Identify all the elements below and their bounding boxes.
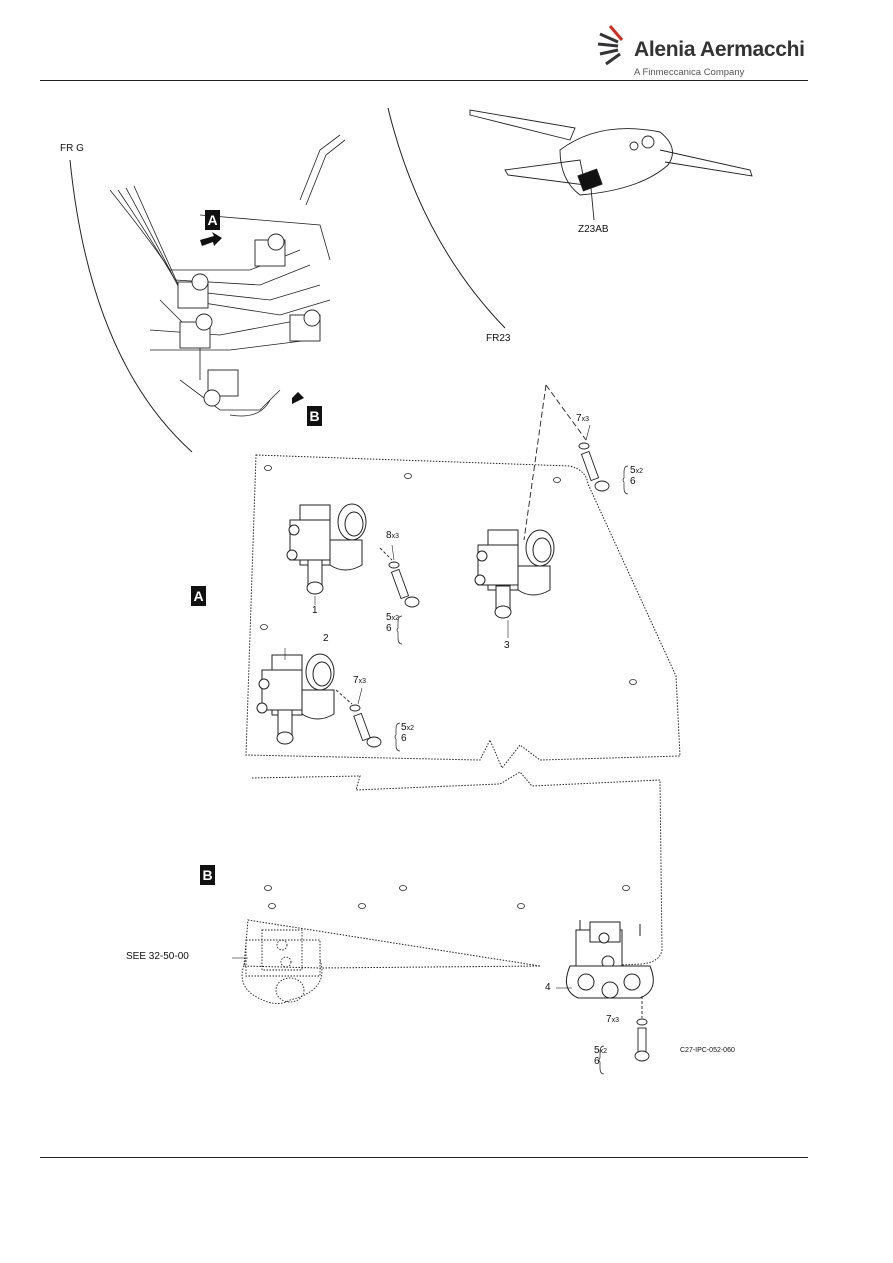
- header-rule: [40, 80, 808, 81]
- frame-23-arc: [387, 107, 506, 329]
- valve-3: [474, 529, 555, 619]
- see-reference-label: SEE 32-50-00: [126, 951, 189, 962]
- figure-id: C27-IPC-052-060: [680, 1047, 735, 1054]
- view-b-heading: B: [200, 865, 215, 885]
- referenced-valve: [241, 929, 323, 1005]
- alenia-logo-icon: [597, 25, 624, 66]
- item-3-label: 3: [504, 640, 510, 651]
- view-a-arrow-icon: [200, 232, 222, 246]
- view-b-panel: [243, 771, 663, 969]
- valve-4: [565, 920, 654, 999]
- frame-g-label: FR G: [60, 143, 84, 154]
- brand-name: Alenia Aermacchi: [634, 38, 805, 61]
- view-b-tag: B: [307, 406, 322, 426]
- frame-23-label: FR23: [486, 333, 511, 344]
- view-a-leaders: [284, 424, 591, 705]
- callout-7-a: 7x3: [576, 413, 589, 424]
- view-a-fasteners: [335, 384, 610, 748]
- frame-g-arc: [69, 159, 193, 453]
- brand-subtitle: A Finmeccanica Company: [634, 67, 745, 78]
- item-2-label: 2: [323, 633, 329, 644]
- view-b-panel-holes: [264, 885, 630, 909]
- view-a-heading: A: [191, 586, 206, 606]
- callout-7-c: 7x3: [606, 1014, 619, 1025]
- overview-valves: [177, 233, 321, 407]
- view-b-fasteners: [634, 996, 650, 1062]
- aircraft-icon: [469, 109, 753, 221]
- view-a-panel: [245, 454, 681, 769]
- item-1-label: 1: [312, 605, 318, 616]
- valve-1: [286, 503, 367, 595]
- valve-2: [256, 653, 335, 745]
- item-4-label: 4: [545, 982, 551, 993]
- zone-label: Z23AB: [578, 224, 609, 235]
- view-a-tag: A: [205, 210, 220, 230]
- view-b-arrow-icon: [292, 392, 304, 404]
- view-a-panel-holes: [260, 465, 637, 685]
- qty-braces: [394, 465, 629, 1075]
- footer-rule: [40, 1157, 808, 1158]
- callout-7-b: 7x3: [353, 675, 366, 686]
- callout-8: 8x3: [386, 530, 399, 541]
